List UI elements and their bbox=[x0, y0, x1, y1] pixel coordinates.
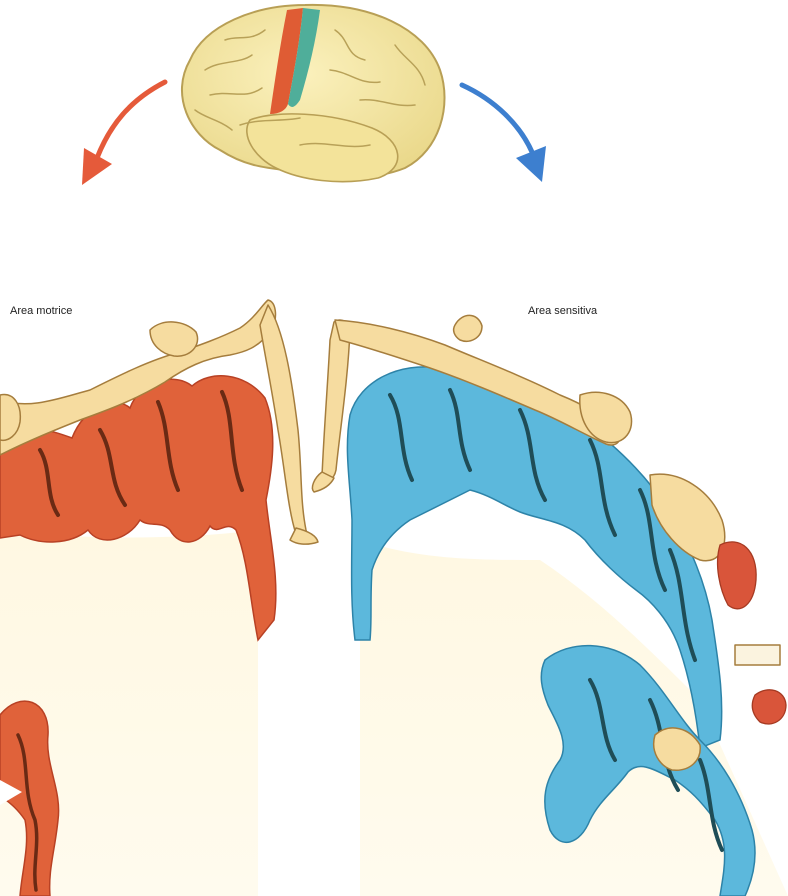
sensory-homunculus-lips bbox=[718, 542, 757, 609]
motor-cortex-section bbox=[0, 376, 276, 896]
sensory-homunculus-teeth bbox=[735, 645, 780, 665]
sensory-homunculus-head bbox=[454, 315, 482, 341]
arrow-to-sensory-area bbox=[462, 85, 546, 182]
sensory-cortex-section bbox=[347, 367, 788, 896]
lateral-brain-view bbox=[182, 5, 445, 182]
motor-area-label: Area motrice bbox=[10, 305, 72, 317]
arrow-to-motor-area bbox=[82, 82, 165, 185]
sensory-homunculus-tongue bbox=[752, 690, 786, 724]
sensory-homunculus-leg bbox=[322, 320, 350, 480]
motor-homunculus-foot bbox=[290, 528, 318, 544]
motor-homunculus-head-and-hand bbox=[150, 322, 198, 356]
sensory-area-label: Area sensitiva bbox=[528, 305, 597, 317]
